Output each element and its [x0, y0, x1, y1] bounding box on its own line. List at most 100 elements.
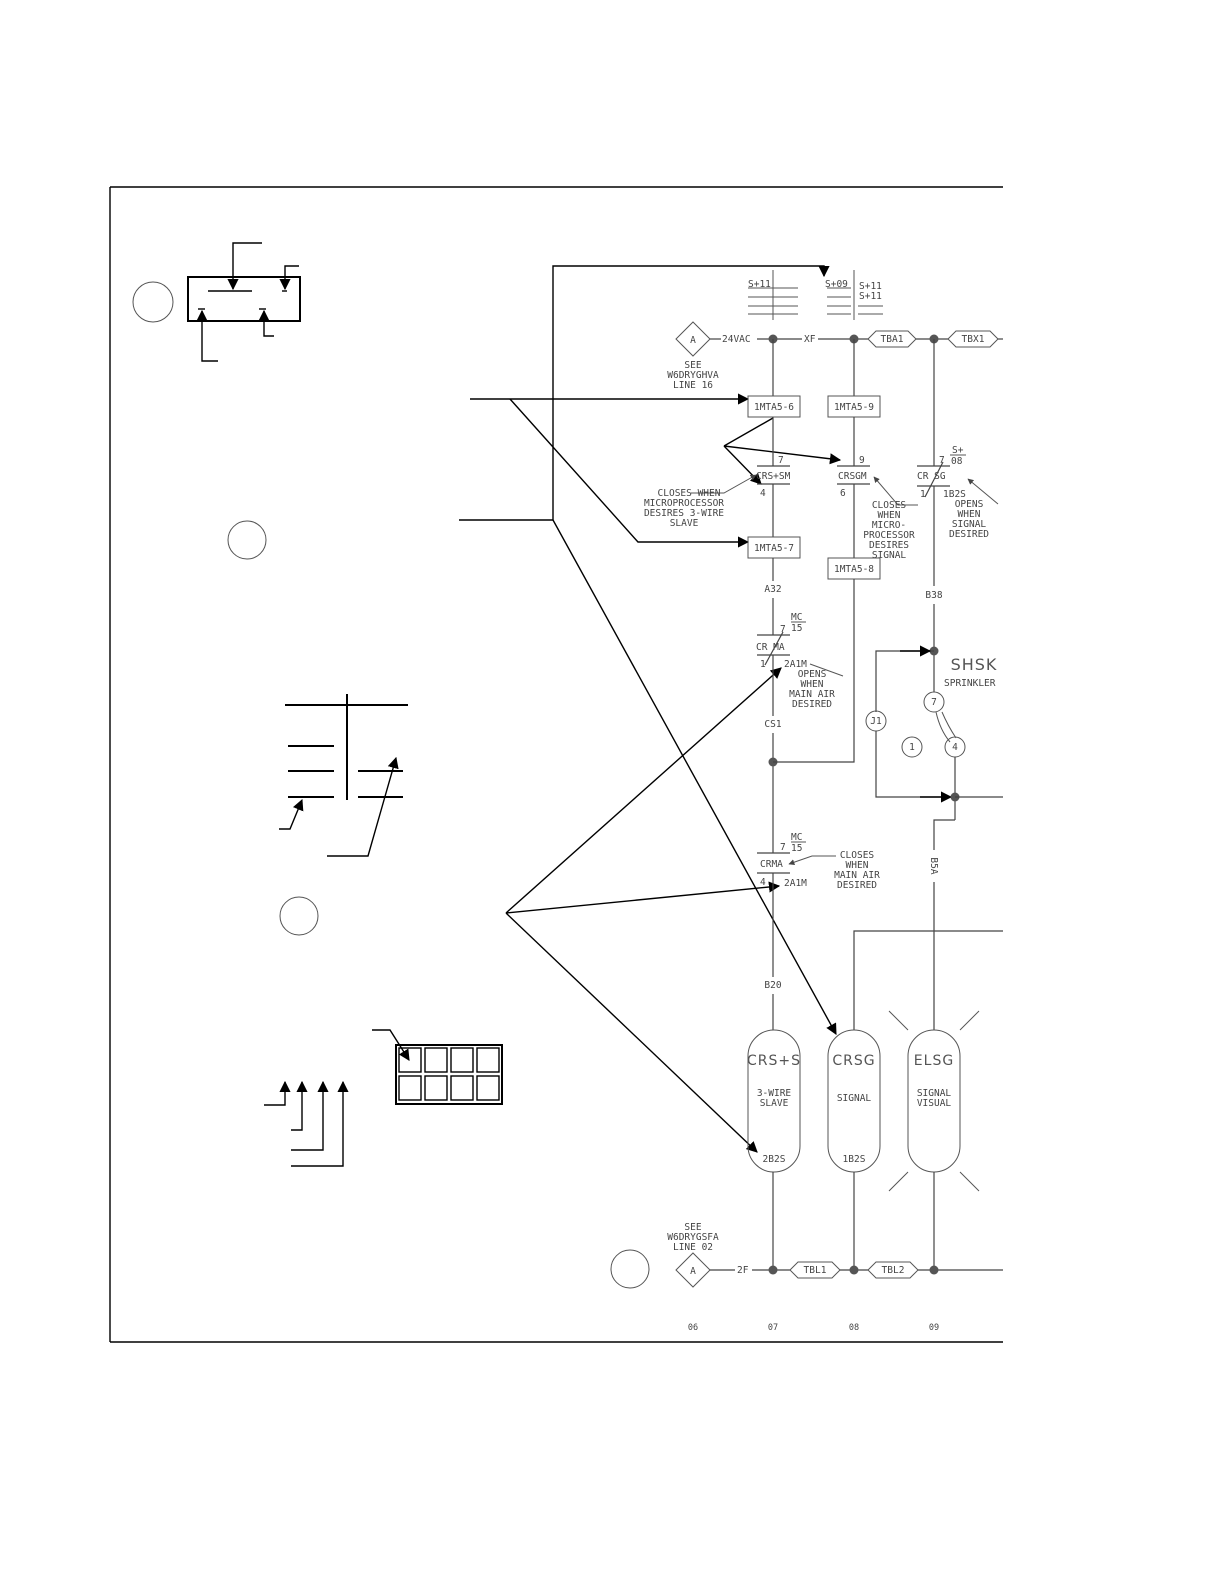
wire-cs1: CS1: [764, 719, 781, 730]
coil-crsg-name: CRSG: [832, 1053, 875, 1069]
crssm-note-3: DESIRES 3-WIRE: [644, 508, 724, 519]
crssm-note-1: CLOSES WHEN: [658, 488, 721, 499]
crma-note-4: DESIRED: [792, 699, 832, 710]
legend-connector-strip: [279, 694, 408, 857]
crssm-note-4: SLAVE: [670, 518, 699, 529]
conn-ref-right-1: S+11: [859, 281, 882, 292]
crma-name: CR MA: [756, 642, 785, 653]
line-number: 06: [688, 1323, 698, 1333]
crma-wire: 2A1M: [784, 659, 807, 670]
crma-note-3: MAIN AIR: [789, 689, 835, 700]
crma-note-2: WHEN: [801, 679, 824, 690]
crsgm-note-6: SIGNAL: [872, 550, 907, 561]
off-page-top-letter: A: [690, 335, 696, 346]
crsgm-name: CRSGM: [838, 471, 867, 482]
coil-crss-wire: 2B2S: [763, 1154, 786, 1165]
crsgm-note-2: WHEN: [878, 510, 901, 521]
off-page-top-see: SEE: [684, 360, 701, 371]
off-page-bottom-letter: A: [690, 1266, 696, 1277]
conn-ref-mid: S+09: [825, 279, 848, 290]
pin-1mta5-8: 1MTA5-8: [834, 564, 874, 575]
sprinkler-circle-7: 7: [931, 697, 937, 708]
sprinkler-circle-4: 4: [952, 742, 958, 753]
off-page-top-line: LINE 16: [673, 380, 713, 391]
coil-crsg-wire: 1B2S: [843, 1154, 866, 1165]
crsgm-note-3: MICRO-: [872, 520, 906, 531]
off-page-bottom-line: LINE 02: [673, 1242, 713, 1253]
crma-bottom: 1: [760, 659, 766, 670]
crssm-top: 7: [778, 455, 784, 466]
coil-elsg-name: ELSG: [914, 1053, 954, 1069]
sprinkler-circle-1: 1: [909, 742, 915, 753]
crsg-wire: 1B2S: [943, 489, 966, 500]
crsg-note-4: DESIRED: [949, 529, 989, 540]
conn-ref-left: S+11: [748, 279, 771, 290]
line-number: 07: [768, 1323, 778, 1333]
off-page-bottom-see: SEE: [684, 1222, 701, 1233]
crma2-name: CRMA: [760, 859, 783, 870]
off-page-bottom-ref: W6DRYGSFA: [667, 1232, 719, 1243]
coil-crss-name: CRS+S: [747, 1053, 801, 1069]
crma-ref-num: MC: [791, 612, 802, 623]
wire-xf: XF: [804, 334, 816, 345]
crsg-name: CR SG: [917, 471, 946, 482]
crsg-note-3: SIGNAL: [952, 519, 987, 530]
coil-crss-desc-1: 3-WIRE: [757, 1088, 792, 1099]
crma2-top: 7: [780, 842, 786, 853]
crma2-wire: 2A1M: [784, 878, 807, 889]
line-number: 08: [849, 1323, 859, 1333]
top-connector-refs: S+11 S+09 S+11 S+11: [748, 270, 883, 320]
crssm-bottom: 4: [760, 488, 766, 499]
crma2-note-1: CLOSES: [840, 850, 875, 861]
crma2-note-2: WHEN: [846, 860, 869, 871]
crssm-name: CRS+SM: [756, 471, 791, 482]
crsgm-top: 9: [859, 455, 865, 466]
coil-crss-desc-2: SLAVE: [760, 1098, 789, 1109]
terminal-tba1: TBA1: [881, 334, 904, 345]
leader-arrows: [459, 265, 842, 1153]
crsg-note-2: WHEN: [958, 509, 981, 520]
crsgm-note-4: PROCESSOR: [863, 530, 915, 541]
crma-ref-den: 15: [791, 623, 802, 634]
crma2-note-4: DESIRED: [837, 880, 877, 891]
wire-b20: B20: [764, 980, 781, 991]
terminal-tbl1: TBL1: [804, 1265, 827, 1276]
line-number: 09: [929, 1323, 939, 1333]
column-09: 7 S+ 08 CR SG 1 1B2S OPENS WHEN SIGNAL D…: [865, 339, 1003, 1270]
column-08: 1MTA5-9 9 CRSGM 6 CLOSES WHEN MICRO- PRO…: [773, 339, 1003, 1270]
crsg-ref-den: 08: [951, 456, 963, 467]
off-page-top-ref: W6DRYGHVA: [667, 370, 719, 381]
coil-elsg-desc-2: VISUAL: [917, 1098, 952, 1109]
bottom-bus: SEE W6DRYGSFA LINE 02 A 2F TBL1 TBL2: [667, 1222, 1003, 1288]
pin-1mta5-9: 1MTA5-9: [834, 402, 874, 413]
wire-b5a: B5A: [928, 857, 939, 874]
sprinkler-label: SPRINKLER: [944, 678, 996, 689]
conn-ref-right-2: S+11: [859, 291, 882, 302]
terminal-tbx1: TBX1: [962, 334, 985, 345]
terminal-tbl2: TBL2: [882, 1265, 905, 1276]
sprinkler-j1: J1: [870, 716, 882, 727]
page-frame: [109, 186, 1003, 1343]
legend-terminal-grid: [264, 1029, 503, 1167]
crsg-ref-num: S+: [952, 445, 964, 456]
pin-1mta5-6: 1MTA5-6: [754, 402, 794, 413]
crma-top: 7: [780, 624, 786, 635]
top-bus: A SEE W6DRYGHVA LINE 16 24VAC XF TBA1 TB…: [667, 321, 1003, 391]
crsgm-note-1: CLOSES: [872, 500, 907, 511]
crma2-ref-num: MC: [791, 832, 802, 843]
legend-connector-box: [187, 242, 301, 362]
crsg-top: 7: [939, 455, 945, 466]
crma2-ref-den: 15: [791, 843, 802, 854]
crma2-note-3: MAIN AIR: [834, 870, 880, 881]
crma2-bottom: 4: [760, 877, 766, 888]
wire-2f: 2F: [737, 1265, 749, 1276]
crssm-note-2: MICROPROCESSOR: [644, 498, 724, 509]
line-numbers: 06 07 08 09: [688, 1323, 939, 1333]
wire-24vac: 24VAC: [722, 334, 751, 345]
crsgm-note-5: DESIRES: [869, 540, 909, 551]
column-07: 1MTA5-6 7 CRS+SM 4 CLOSES WHEN MICROPROC…: [644, 339, 880, 1270]
crsg-note-1: OPENS: [955, 499, 984, 510]
coil-elsg-desc-1: SIGNAL: [917, 1088, 952, 1099]
coil-crsg-desc-1: SIGNAL: [837, 1093, 872, 1104]
crsg-bottom: 1: [920, 489, 926, 500]
